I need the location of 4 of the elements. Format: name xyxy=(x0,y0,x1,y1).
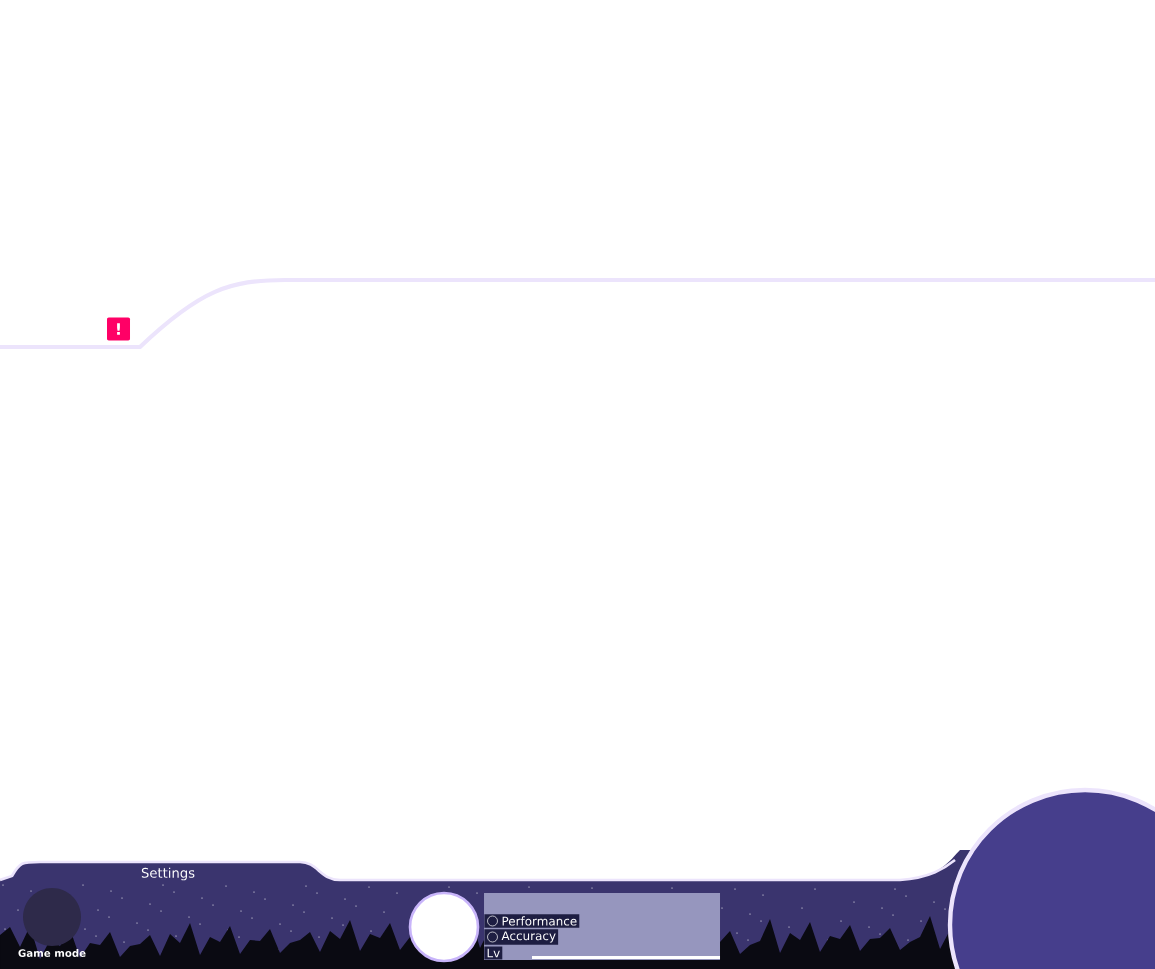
mode-label: Game mode xyxy=(18,949,86,957)
alert-badge: ! xyxy=(107,317,130,341)
stat-tag: Performance xyxy=(484,914,580,928)
menu-title: Settings xyxy=(141,867,195,881)
